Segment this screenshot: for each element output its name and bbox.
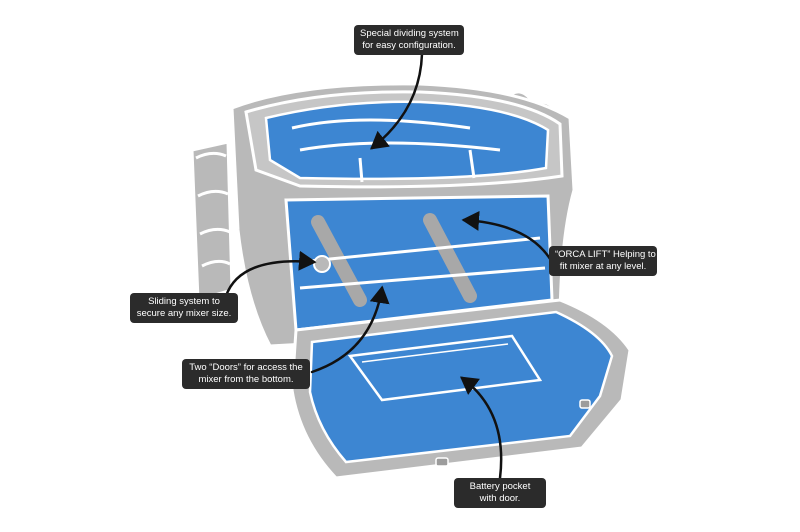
callout-doors-line1: Two “Doors” for access the [189,362,303,373]
callout-sliding-system: Sliding system to secure any mixer size. [130,293,238,323]
callout-orca-lift: “ORCA LIFT” Helping to fit mixer at any … [549,246,657,276]
left-side-pockets [190,140,234,302]
callout-battery-line2: with door. [479,493,521,504]
callout-sliding-line1: Sliding system to [148,296,220,307]
arrow-doors [310,285,390,374]
front-door [290,298,632,480]
callout-dividing-line1: Special dividing system [360,28,459,39]
arrow-sliding [224,250,317,298]
battery-pocket [347,334,543,402]
arrow-battery [459,376,503,480]
top-compartment [264,100,550,183]
callout-orca-line1: “ORCA LIFT” Helping to [555,249,656,260]
callout-battery-line1: Battery pocket [469,481,531,492]
callout-orca-line2: fit mixer at any level. [559,261,647,272]
callout-sliding-line2: secure any mixer size. [136,308,232,319]
callout-two-doors: Two “Doors” for access the mixer from th… [182,359,310,389]
callout-doors-line2: mixer from the bottom. [198,374,294,385]
arrow-orca [461,210,554,264]
callout-battery-pocket: Battery pocket with door. [454,478,546,508]
callout-arrows [224,52,554,480]
callout-dividing-system: Special dividing system for easy configu… [354,25,464,55]
arrow-dividing [370,52,424,150]
callout-dividing-line2: for easy configuration. [362,40,456,51]
